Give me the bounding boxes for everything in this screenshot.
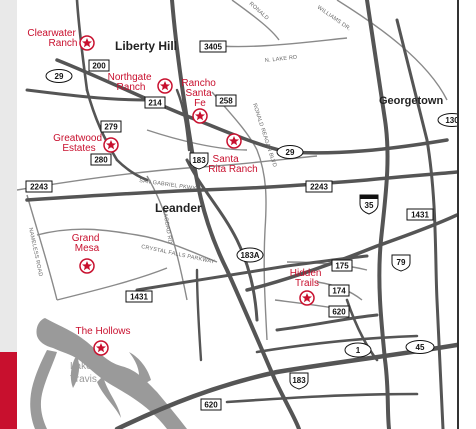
svg-text:1431: 1431 <box>411 211 429 220</box>
state-highway-shields: 29 29 130 45 1 <box>45 69 457 358</box>
shield-us-183-south: 183 <box>289 372 309 390</box>
shield-us-183-north: 183 <box>189 152 209 170</box>
svg-text:183A: 183A <box>240 251 259 260</box>
svg-text:35: 35 <box>365 201 374 210</box>
road-label-crystal-falls-pkwy: CRYSTAL FALLS PARKWAY <box>141 244 216 265</box>
shield-fm-1431-east: 1431 <box>406 208 434 221</box>
svg-text:1: 1 <box>356 346 361 355</box>
svg-text:2243: 2243 <box>30 183 48 192</box>
svg-text:29: 29 <box>55 72 64 81</box>
star-marker-icon-the-hollows[interactable] <box>93 340 109 356</box>
star-marker-icon-northgate-ranch[interactable] <box>157 78 173 94</box>
fm-road-shields: 200 3405 214 258 279 <box>25 40 434 411</box>
star-marker-icon-hidden-trails[interactable] <box>299 290 315 306</box>
svg-text:29: 29 <box>286 148 295 157</box>
town-labels: Liberty Hill Georgetown Leander <box>115 39 443 215</box>
shield-fm-279: 279 <box>100 120 122 133</box>
shield-fm-200: 200 <box>88 59 110 72</box>
shield-fm-620-south: 620 <box>200 398 222 411</box>
map-canvas[interactable]: RONALD WILLIAMS DR. N. LAKE RD RONALD RE… <box>17 0 457 429</box>
shield-sh-45: 45 <box>405 340 435 354</box>
shield-fm-2243-west: 2243 <box>25 180 53 193</box>
lake-label-line-1: Lake <box>70 361 92 372</box>
shield-fm-175: 175 <box>331 259 353 272</box>
star-marker-icon-rancho-santa-fe[interactable] <box>192 108 208 124</box>
community-label-the-hollows: The Hollows <box>75 326 130 337</box>
svg-text:2243: 2243 <box>310 183 328 192</box>
community-label-santa-rita-ranch: Santa Rita Ranch <box>208 154 257 175</box>
svg-text:620: 620 <box>204 401 218 410</box>
community-markers[interactable] <box>79 35 315 356</box>
svg-text:1431: 1431 <box>130 293 148 302</box>
shield-fm-3405: 3405 <box>199 40 227 53</box>
left-panel-red-accent <box>0 352 17 429</box>
svg-text:258: 258 <box>219 97 233 106</box>
svg-text:279: 279 <box>104 123 118 132</box>
svg-text:214: 214 <box>148 99 162 108</box>
community-label-northgate-ranch: Northgate Ranch <box>108 72 155 93</box>
road-label-williams-dr: WILLIAMS DR. <box>316 5 352 33</box>
shield-fm-214: 214 <box>144 96 166 109</box>
area-map[interactable]: RONALD WILLIAMS DR. N. LAKE RD RONALD RE… <box>17 0 457 429</box>
major-roads <box>25 0 457 429</box>
community-labels: Clearwater Ranch Northgate Ranch Rancho … <box>27 28 324 337</box>
star-marker-icon-grand-mesa[interactable] <box>79 258 95 274</box>
shield-sh-29-east: 29 <box>276 145 304 159</box>
community-label-grand-mesa: Grand Mesa <box>72 233 103 254</box>
svg-text:620: 620 <box>332 308 346 317</box>
svg-text:183: 183 <box>292 376 306 385</box>
lake-travis <box>30 318 188 429</box>
star-marker-icon-santa-rita-ranch[interactable] <box>226 133 242 149</box>
star-marker-icon-greatwood-estates[interactable] <box>103 137 119 153</box>
lake-label-line-2: Travis <box>70 374 97 385</box>
road-label-n-lake-rd: N. LAKE RD <box>265 55 298 64</box>
town-leander: Leander <box>155 201 202 215</box>
right-edge-strip <box>457 0 476 429</box>
star-marker-icon-clearwater-ranch[interactable] <box>79 35 95 51</box>
shield-fm-2243-east: 2243 <box>305 180 333 193</box>
svg-text:175: 175 <box>335 262 349 271</box>
svg-text:200: 200 <box>92 62 106 71</box>
shield-us-79: 79 <box>391 254 411 272</box>
community-label-clearwater-ranch: Clearwater Ranch <box>27 28 78 49</box>
shield-sh-130: 130 <box>437 113 457 127</box>
svg-text:79: 79 <box>397 258 406 267</box>
road-label-ronald-reagan-n: RONALD <box>248 1 270 22</box>
lake-label: Lake Travis <box>70 361 97 385</box>
shield-sh-29-west: 29 <box>45 69 73 83</box>
svg-text:45: 45 <box>416 343 425 352</box>
community-label-greatwood-estates: Greatwood Estates <box>53 133 105 154</box>
shield-fm-280: 280 <box>90 153 112 166</box>
svg-text:3405: 3405 <box>204 43 222 52</box>
left-side-panel <box>0 0 17 429</box>
town-georgetown: Georgetown <box>379 95 443 107</box>
community-label-rancho-santa-fe: Rancho Santa Fe <box>181 78 218 109</box>
town-liberty-hill: Liberty Hill <box>115 39 177 53</box>
shield-i-35: 35 <box>359 194 379 215</box>
community-label-hidden-trails: Hidden Trails <box>290 268 324 289</box>
interstate-shields: 35 <box>359 194 379 215</box>
shield-fm-620-north: 620 <box>328 305 350 318</box>
road-label-ronald-reagan-blvd: RONALD REAGAN BLVD <box>251 103 277 168</box>
us-highway-shields: 183 183A 79 183 <box>189 152 411 390</box>
road-label-bagdad-rd: BAGDAD RD <box>161 209 173 244</box>
svg-text:280: 280 <box>94 156 108 165</box>
svg-text:174: 174 <box>332 287 346 296</box>
shield-fm-258: 258 <box>215 94 237 107</box>
svg-text:183: 183 <box>192 156 206 165</box>
svg-text:130: 130 <box>445 116 457 125</box>
shield-loop-1: 1 <box>344 342 372 358</box>
shield-fm-174: 174 <box>328 284 350 297</box>
shield-fm-1431-south: 1431 <box>125 290 153 303</box>
shield-us-183a: 183A <box>236 247 264 263</box>
